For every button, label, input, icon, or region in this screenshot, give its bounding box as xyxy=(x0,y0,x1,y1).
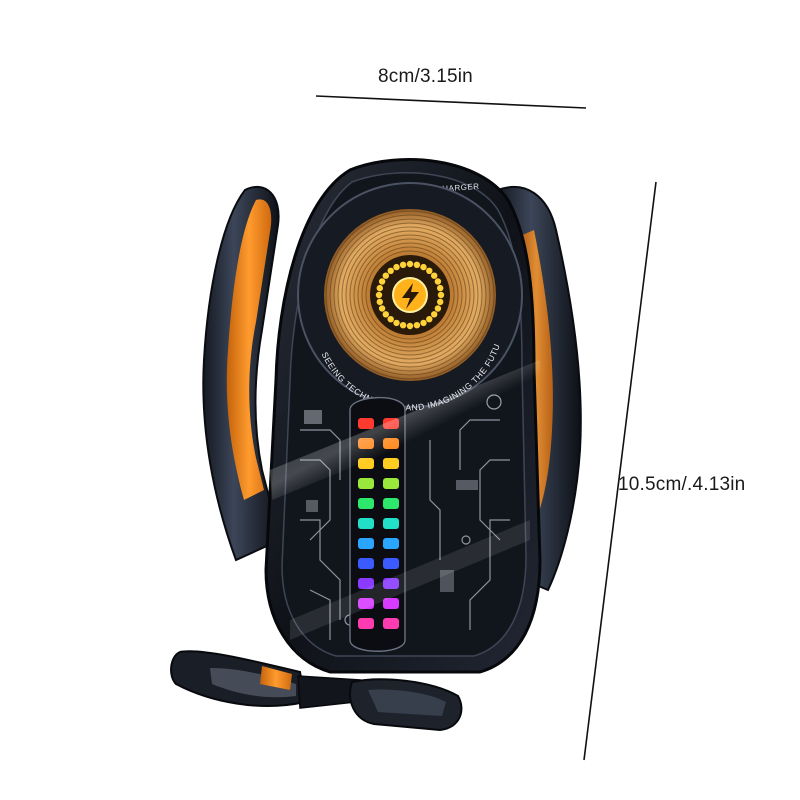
glow-dot xyxy=(431,272,438,279)
glow-dot xyxy=(426,267,433,274)
glow-dot xyxy=(382,272,389,279)
glow-dot xyxy=(376,284,383,292)
glow-dot xyxy=(413,261,421,268)
charging-coil xyxy=(297,182,523,408)
led-segment xyxy=(383,578,399,589)
coil-ring xyxy=(333,218,487,372)
glow-dot xyxy=(387,267,394,274)
glow-dot xyxy=(406,260,414,268)
glow-dot xyxy=(406,322,414,330)
led-segment xyxy=(383,598,399,609)
led-segment xyxy=(358,618,374,629)
led-segment xyxy=(358,558,374,569)
glow-dot xyxy=(420,263,427,271)
glow-dot xyxy=(399,261,407,268)
glow-dot xyxy=(426,316,433,323)
coil-ring xyxy=(345,230,475,360)
led-segment xyxy=(358,578,374,589)
led-segment xyxy=(383,478,399,489)
coil-ring xyxy=(357,242,463,348)
width-dimension-line xyxy=(315,95,587,109)
led-segment xyxy=(358,598,374,609)
led-segment xyxy=(358,538,374,549)
led-segment xyxy=(358,418,374,429)
glow-dot xyxy=(393,319,400,327)
glow-dot xyxy=(399,322,407,329)
glow-dot xyxy=(413,322,421,329)
coil-ring xyxy=(361,246,459,344)
height-dimension-line xyxy=(583,181,657,761)
glow-dot xyxy=(437,284,444,292)
bottom-support-foot xyxy=(170,650,463,732)
coil-ring xyxy=(337,222,483,368)
coil-ring xyxy=(325,210,495,380)
width-dimension-label: 8cm/3.15in xyxy=(378,66,473,87)
left-clamp-arm xyxy=(202,185,282,562)
led-segment xyxy=(383,458,399,469)
glow-dot xyxy=(437,291,445,299)
glow-dot xyxy=(434,278,442,285)
glow-dot xyxy=(434,305,442,312)
glow-dot xyxy=(376,298,383,306)
coil-ring xyxy=(353,238,467,352)
lightning-bolt-icon xyxy=(402,283,419,309)
coil-ring xyxy=(365,250,455,340)
glow-dot xyxy=(387,316,394,323)
led-segment xyxy=(358,518,374,529)
glow-dot xyxy=(375,291,383,299)
coil-ring xyxy=(349,234,471,356)
glow-dot xyxy=(431,311,438,318)
led-segment xyxy=(358,498,374,509)
circuit-pattern xyxy=(300,394,510,640)
led-segment xyxy=(383,518,399,529)
led-segment xyxy=(383,538,399,549)
led-segment xyxy=(383,498,399,509)
glow-dot xyxy=(378,305,386,312)
glow-dot xyxy=(378,278,386,285)
led-segment xyxy=(383,558,399,569)
coil-ring xyxy=(341,226,479,364)
glow-dot xyxy=(382,311,389,318)
glow-dot xyxy=(420,319,427,327)
coil-ring xyxy=(329,214,491,376)
led-segment xyxy=(383,618,399,629)
led-segment xyxy=(358,478,374,489)
glow-dot xyxy=(437,298,444,306)
height-dimension-label: 10.5cm/.4.13in xyxy=(618,474,746,495)
glass-reflections xyxy=(270,360,542,640)
glow-dot xyxy=(393,263,400,271)
